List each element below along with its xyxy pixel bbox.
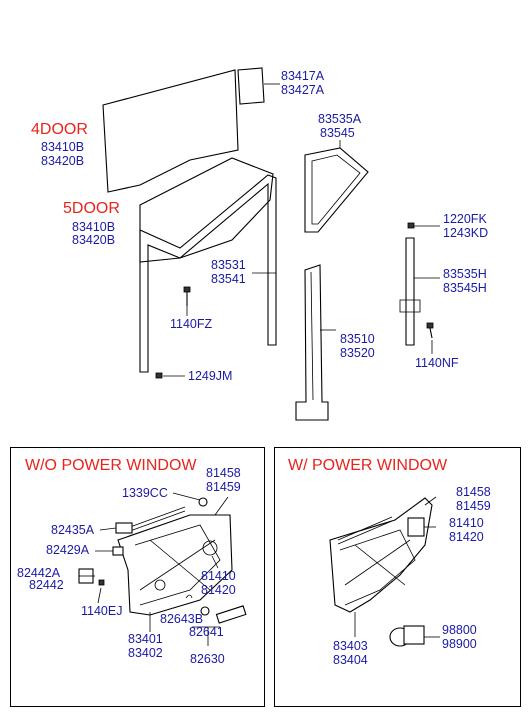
manual-regulator [117,506,233,616]
part-label-82442a: 82442A [17,566,61,580]
part-label-82641: 82641 [189,625,224,639]
bolt-1140fz [183,286,191,306]
part-label-83410b-5door: 83410B [72,220,116,234]
section-with-power-window: W/ POWER WINDOW [288,457,448,474]
part-label-1243kd: 1243KD [443,226,489,240]
part-label-83420b-4door: 83420B [41,154,85,168]
quarter-glass [237,67,265,105]
bolt-1249jm [155,372,163,379]
section-without-power-window: W/O POWER WINDOW [25,457,197,474]
part-label-81459-manual: 81459 [206,480,241,494]
part-label-83545: 83545 [320,126,355,140]
part-label-1249jm: 1249JM [188,369,233,383]
part-label-83541: 83541 [211,272,246,286]
leader-lines-lower [79,492,440,646]
glass-run-channel [139,174,277,373]
part-label-83531: 83531 [211,258,246,272]
part-label-82630: 82630 [190,652,225,666]
part-label-81458-power: 81458 [456,485,491,499]
part-label-81410-manual: 81410 [201,569,236,583]
part-label-98800: 98800 [442,623,477,637]
with-power-window-frame [274,447,521,707]
power-regulator [329,497,433,613]
part-label-1339cc: 1339CC [122,486,168,500]
part-label-1140ej: 1140EJ [81,604,123,618]
front-door-glass-5door [139,157,274,263]
part-label-83404: 83404 [333,653,368,667]
leader-lines-upper [163,83,440,377]
regulator-handle [200,605,247,624]
part-label-83420b-5door: 83420B [72,233,116,247]
power-window-motor [389,625,425,647]
part-label-81410-power: 81410 [449,516,484,530]
front-door-glass-4door [102,69,239,193]
variant-5door: 5DOOR [63,200,120,217]
part-label-81420-power: 81420 [449,530,484,544]
part-label-83417a: 83417A [281,69,325,83]
center-sash-run [399,237,421,346]
part-label-83427a: 83427A [281,83,325,97]
part-label-83535a: 83535A [318,112,362,126]
part-label-1140fz: 1140FZ [170,317,213,331]
rear-lower-channel [295,264,329,421]
part-label-81459-power: 81459 [456,499,491,513]
part-label-82429a: 82429A [46,543,90,557]
part-label-1140nf: 1140NF [415,356,459,370]
part-label-81458-manual: 81458 [206,466,241,480]
bolt-1140nf [426,322,434,339]
part-label-83403: 83403 [333,639,368,653]
part-label-81420-manual: 81420 [201,583,236,597]
part-label-82643b: 82643B [160,612,204,626]
part-label-83520: 83520 [340,346,375,360]
part-label-83401: 83401 [128,632,163,646]
bolt-1220fk [407,222,415,229]
part-label-83510: 83510 [340,332,375,346]
part-label-83545h: 83545H [443,281,487,295]
fixed-quarter-frame [304,147,369,233]
part-label-83535h: 83535H [443,267,487,281]
variant-4door: 4DOOR [31,121,88,138]
part-label-82442: 82442 [29,578,64,592]
part-label-82435a: 82435A [51,523,95,537]
part-label-1220fk: 1220FK [443,212,487,226]
part-label-98900: 98900 [442,637,477,651]
part-label-83402: 83402 [128,646,163,660]
without-power-window-frame [10,447,265,707]
part-label-83410b-4door: 83410B [41,140,85,154]
